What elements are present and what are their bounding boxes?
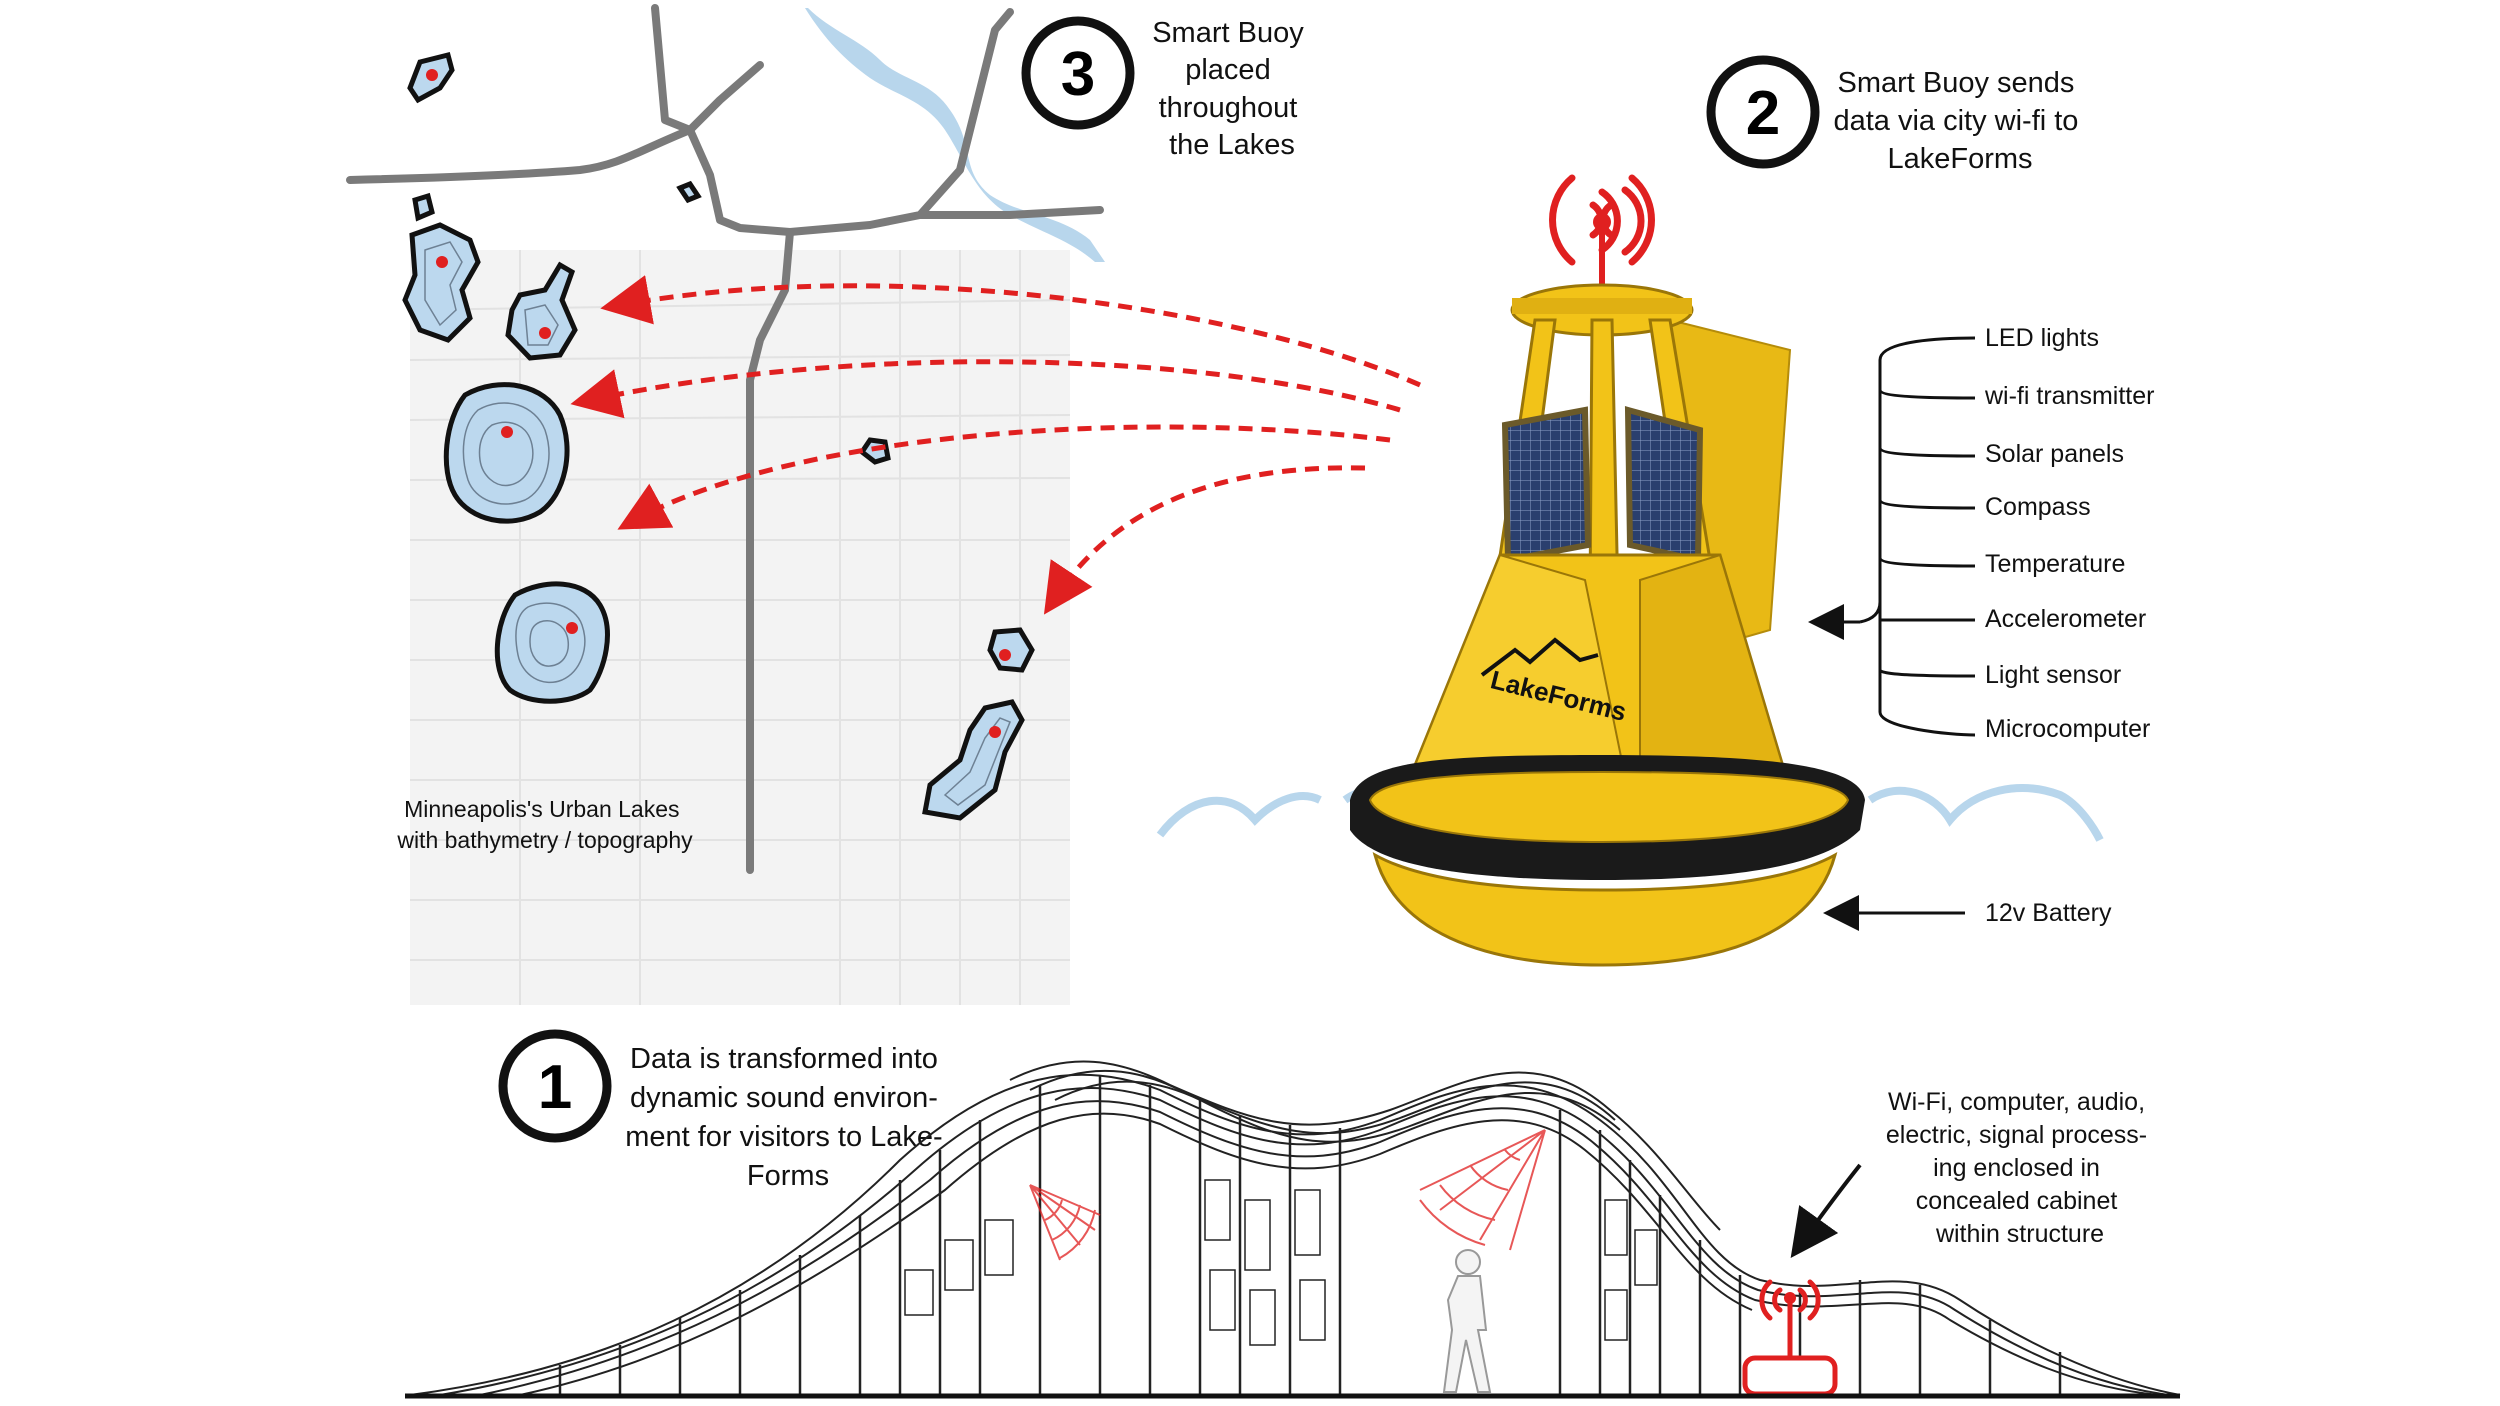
battery-label: 12v Battery xyxy=(1985,899,2112,927)
sensor-solar-panels: Solar panels xyxy=(1985,440,2124,468)
cabinet-note: Wi-Fi, computer, audio, electric, signal… xyxy=(1886,1088,2154,1248)
sensor-list: LED lights wi-fi transmitter Solar panel… xyxy=(1984,324,2154,743)
lake-10 xyxy=(680,184,698,200)
step-2-text: Smart Buoy sends data via city wi-fi to … xyxy=(1833,67,2086,175)
sensor-led-lights: LED lights xyxy=(1985,324,2099,352)
step-1-number: 1 xyxy=(538,1053,572,1122)
buoy-dot xyxy=(566,622,578,634)
buoy-top-rim xyxy=(1512,298,1692,314)
cabinet-antenna-tip xyxy=(1784,1292,1796,1304)
sensor-accelerometer: Accelerometer xyxy=(1985,605,2146,633)
lake-7 xyxy=(497,584,607,701)
lake-2 xyxy=(415,196,432,218)
sensor-temperature: Temperature xyxy=(1985,550,2125,578)
step-3-number: 3 xyxy=(1061,40,1095,109)
step-2: 2 Smart Buoy sends data via city wi-fi t… xyxy=(1711,60,2087,175)
data-arrow xyxy=(1055,468,1365,598)
city-map xyxy=(350,8,1105,1005)
sensor-compass: Compass xyxy=(1985,493,2091,521)
step-2-number: 2 xyxy=(1746,79,1780,148)
wifi-antenna-icon xyxy=(1553,178,1652,290)
buoy-dot xyxy=(539,327,551,339)
buoy-dot xyxy=(436,256,448,268)
buoy-dot xyxy=(426,69,438,81)
antenna-tip xyxy=(1593,213,1611,231)
concealed-cabinet xyxy=(1745,1358,1835,1394)
speaker-sound-cones xyxy=(1030,1130,1545,1260)
structure-panels xyxy=(905,1180,1657,1345)
step-3: 3 Smart Buoy placed throughout the Lakes xyxy=(1026,17,1312,161)
step-3-text: Smart Buoy placed throughout the Lakes xyxy=(1152,17,1312,161)
buoy-dot xyxy=(999,649,1011,661)
smart-buoy: LakeForms xyxy=(1160,178,2100,965)
cabinet-note-arrow xyxy=(1800,1165,1860,1245)
person-silhouette xyxy=(1444,1250,1490,1392)
buoy-dot xyxy=(989,726,1001,738)
sensor-wifi-transmitter: wi-fi transmitter xyxy=(1984,382,2154,410)
sensor-light-sensor: Light sensor xyxy=(1985,661,2121,689)
lake-8 xyxy=(990,630,1032,670)
buoy-dot xyxy=(501,426,513,438)
sensor-bracket xyxy=(1820,338,1975,735)
step-1: 1 Data is transformed into dynamic sound… xyxy=(503,1034,951,1192)
sensor-microcomputer: Microcomputer xyxy=(1985,715,2150,743)
step-1-text: Data is transformed into dynamic sound e… xyxy=(625,1043,951,1192)
